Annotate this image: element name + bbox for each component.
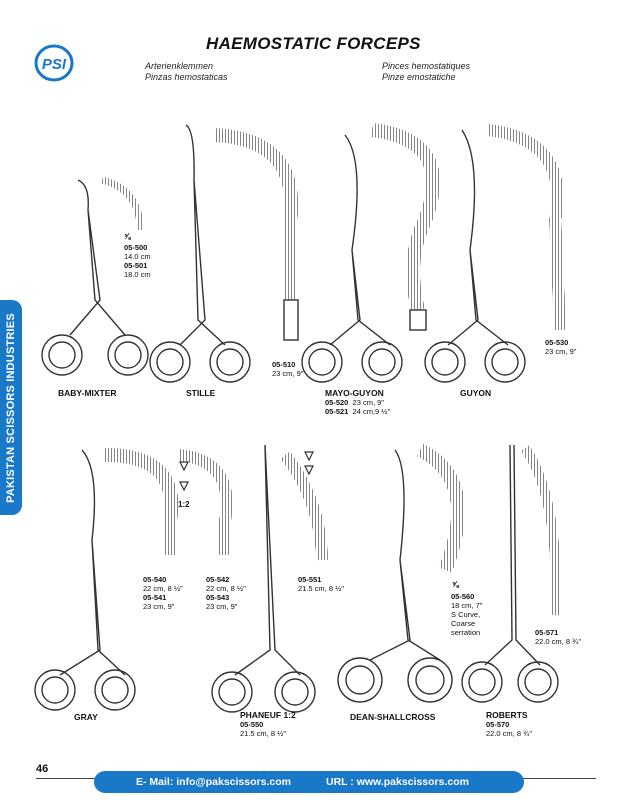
subtitle-spanish: Pinzas hemostaticas (145, 72, 228, 82)
footer-contact-bar: E- Mail: info@pakscissors.com URL : www.… (94, 771, 524, 793)
guyon-codes: 05-530 23 cm, 9" (545, 338, 577, 356)
sidebar-company-tab: PAKISTAN SCISSORS INDUSTRIES (0, 300, 22, 515)
mayo-guyon-forceps-drawing (301, 123, 440, 383)
dean-shallcross-ratio: ⅝ (452, 580, 459, 589)
phaneuf-forceps-drawing (211, 444, 328, 713)
baby-mixter-ratio: ⅝ (124, 232, 131, 241)
dean-shallcross-forceps-drawing (337, 443, 465, 703)
jaw-diagram-icons (179, 451, 314, 492)
subtitle-italian: Pinze emostatiche (382, 72, 456, 82)
gray-ratio: 1:2 (178, 500, 190, 509)
page-number: 46 (36, 763, 49, 775)
subtitle-german: Arterienklemmen (145, 61, 214, 71)
stille-codes: 05-510 23 cm, 9" (272, 360, 304, 378)
roberts-name: ROBERTS (486, 710, 528, 720)
phaneuf-codes-right: 05-551 21.5 cm, 8 ½" (298, 575, 345, 593)
gray-codes-right: 05-542 22 cm, 8 ½" 05-543 23 cm, 9" (206, 575, 246, 611)
baby-mixter-name: BABY-MIXTER (58, 388, 117, 398)
roberts-codes-right: 05-571 22.0 cm, 8 ¾" (535, 628, 582, 646)
stille-name: STILLE (186, 388, 216, 398)
page-title: HAEMOSTATIC FORCEPS (206, 34, 421, 53)
psi-logo: PSI (34, 44, 74, 82)
footer-email-link[interactable]: E- Mail: info@pakscissors.com (136, 776, 291, 788)
footer-url-link[interactable]: URL : www.pakscissors.com (326, 776, 469, 788)
svg-text:PSI: PSI (42, 56, 67, 73)
mayo-guyon-name: MAYO-GUYON (325, 388, 384, 398)
dean-shallcross-name: DEAN-SHALLCROSS (350, 712, 436, 722)
roberts-forceps-drawing (461, 444, 561, 703)
guyon-name: GUYON (460, 388, 492, 398)
mayo-guyon-codes: 05-520 23 cm, 9" 05-521 24 cm,9 ½" (325, 398, 391, 416)
stille-forceps-drawing (149, 124, 299, 383)
phaneuf-name: PHANEUF 1:2 (240, 710, 296, 720)
sidebar-company-name: PAKISTAN SCISSORS INDUSTRIES (5, 312, 17, 503)
gray-codes-left: 05-540 22 cm, 8 ½" 05-541 23 cm, 9" (143, 575, 183, 611)
phaneuf-codes-left: 05-550 21.5 cm, 8 ½" (240, 720, 287, 738)
roberts-codes-left: 05-570 22.0 cm, 8 ¾" (486, 720, 533, 738)
dean-shallcross-codes: 05-560 18 cm, 7" S Curve, Coarse serrati… (451, 592, 483, 637)
baby-mixter-codes: 05-500 14.0 cm 05-501 18.0 cm (124, 243, 151, 279)
subtitle-french: Pinces hemostatiques (382, 61, 471, 71)
gray-forceps-drawing (34, 448, 233, 711)
baby-mixter-forceps-drawing (41, 176, 149, 376)
gray-name: GRAY (74, 712, 98, 722)
guyon-forceps-drawing (424, 124, 566, 383)
